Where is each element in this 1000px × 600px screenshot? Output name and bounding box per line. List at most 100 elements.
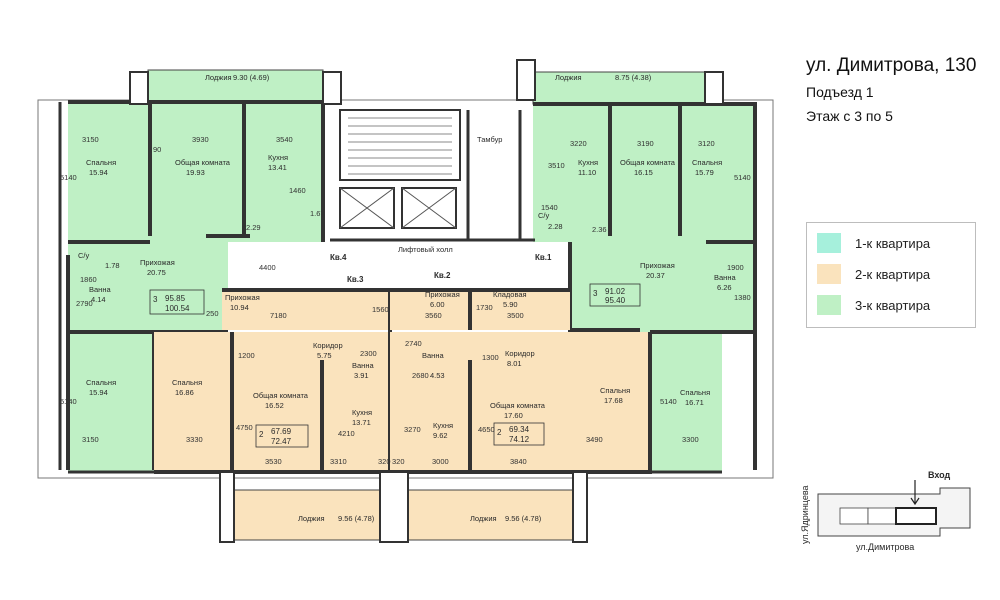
kv3-bath-name: Ванна	[352, 361, 374, 370]
kv2-dim-7: 3000	[432, 457, 449, 466]
kv1-dim-1: 3220	[570, 139, 587, 148]
legend-swatch-3k	[817, 295, 841, 315]
kv4-dim-1: 3150	[82, 135, 99, 144]
kv3-dim-9: 1200	[238, 351, 255, 360]
kv1-bedroom-bottom-area: 16.71	[685, 398, 704, 407]
loggia-kv2-name: Лоджия	[470, 514, 497, 523]
kv3-dim-3: 3330	[186, 435, 203, 444]
kv1-bedroom-bottom-name: Спальня	[680, 388, 710, 397]
kv3-dim-1: 7180	[270, 311, 287, 320]
kv1-summary-box	[589, 283, 641, 307]
loggia-kv1-area: 8.75 (4.38)	[615, 73, 652, 82]
kv3-dim-7: 3310	[330, 457, 347, 466]
kv4-bedroom-top-area: 15.94	[89, 168, 108, 177]
kv1-wc-name: С/у	[538, 211, 550, 220]
kv4-dim-6: 1460	[289, 186, 306, 195]
kv4-summary-rooms: 3	[153, 295, 158, 304]
kv1-bedroom-top-name: Спальня	[692, 158, 722, 167]
kv2-dim-6: 3270	[404, 425, 421, 434]
loggia-kv2	[407, 489, 574, 541]
kv3-living-name: Общая комната	[253, 391, 309, 400]
kv3-kitchen-area: 13.71	[352, 418, 371, 427]
lift-hall-label: Лифтовый холл	[398, 245, 453, 254]
kv1-dim-3: 3120	[698, 139, 715, 148]
entrance-label: Подъезд 1	[806, 84, 874, 100]
kv2-summary-rooms: 2	[497, 428, 502, 437]
kv3-corridor-area: 5.75	[317, 351, 332, 360]
kv4-label: Кв.4	[330, 253, 347, 262]
kv4-dim-8: 2.29	[246, 223, 261, 232]
legend-label-3k: 3-к квартира	[855, 297, 931, 313]
kv3-summary-area2: 72.47	[271, 437, 292, 446]
key-plan: Вход ул.Ядринцева ул.Димитрова	[800, 470, 971, 552]
kv1-dim-6: 1540	[541, 203, 558, 212]
kv1-hall	[570, 242, 755, 332]
kv3-hall	[222, 290, 390, 330]
kv3-corridor-name: Коридор	[313, 341, 343, 350]
kv4-bath-name: Ванна	[89, 285, 111, 294]
kv4-summary-area1: 95.85	[165, 294, 186, 303]
loggia-kv3	[231, 489, 383, 541]
kv1-label: Кв.1	[535, 253, 552, 262]
column-6	[379, 471, 409, 543]
kv4-dim-4: 5140	[60, 173, 77, 182]
kv1-kitchen-name: Кухня	[578, 158, 598, 167]
kv3-rooms	[154, 332, 390, 472]
loggia-kv2-area: 9.56 (4.78)	[505, 514, 542, 523]
kv4-wc-name: С/у	[78, 251, 90, 260]
loggia-kv1-name: Лоджия	[555, 73, 582, 82]
kv2-rooms	[390, 332, 650, 472]
kv2-storage-area: 5.90	[503, 300, 518, 309]
kv2-living-area: 17.60	[504, 411, 523, 420]
column-5	[219, 471, 235, 543]
kv4-bedroom-top-name: Спальня	[86, 158, 116, 167]
key-plan-entrance-label: Вход	[928, 470, 951, 480]
kv2-summary-area2: 74.12	[509, 435, 530, 444]
kv4-dim-13: 90	[153, 145, 161, 154]
kv1-dim-5: 5140	[734, 173, 751, 182]
lift-2-cross	[401, 187, 457, 229]
kv3-label: Кв.3	[347, 275, 364, 284]
kv3-dim-8: 320	[378, 457, 391, 466]
kv4-kitchen-name: Кухня	[268, 153, 288, 162]
kv4-dim-5: 4400	[259, 263, 276, 272]
kv1-dim-7: 2.36	[592, 225, 607, 234]
kv4-dim-12: 3150	[82, 435, 99, 444]
lift-1-cross	[339, 187, 395, 229]
kv1-bath-name: Ванна	[714, 273, 736, 282]
kv1-hall-name: Прихожая	[640, 261, 675, 270]
loggia-kv4-name: Лоджия	[205, 73, 232, 82]
kv4-upper-rooms	[68, 102, 323, 242]
building-core	[330, 109, 535, 242]
legend-item-2k: 2-к квартира	[817, 264, 930, 284]
kv4-summary-area2: 100.54	[165, 304, 190, 313]
entrance-arrow-icon	[910, 480, 920, 506]
floors-label: Этаж с 3 по 5	[806, 108, 893, 124]
kv3-living-area: 16.52	[265, 401, 284, 410]
kv2-bedroom-area: 17.68	[604, 396, 623, 405]
kv2-summary-area1: 69.34	[509, 425, 530, 434]
kv2-walls	[390, 288, 652, 474]
kv2-bath-area: 4.53	[430, 371, 445, 380]
kv3-dim-10: 1560	[372, 305, 389, 314]
kv3-dim-2: 2300	[360, 349, 377, 358]
kv4-dim-11: 5140	[60, 397, 77, 406]
kv4-hall	[68, 242, 228, 332]
legend-label-2k: 2-к квартира	[855, 266, 931, 282]
kv1-dim-8: 1900	[727, 263, 744, 272]
key-plan-section-2	[867, 507, 897, 525]
kv3-hall-area: 10.94	[230, 303, 249, 312]
kv1-kitchen-area: 11.10	[578, 168, 596, 177]
kv1-bedroom-top-area: 15.79	[695, 168, 714, 177]
legend-swatch-2k	[817, 264, 841, 284]
kv1-bedroom-bottom	[650, 332, 722, 472]
kv2-bedroom-name: Спальня	[600, 386, 630, 395]
legend-item-3k: 3-к квартира	[817, 295, 930, 315]
apartment-4	[66, 69, 325, 472]
legend: 1-к квартира 2-к квартира 3-к квартира	[806, 222, 976, 328]
key-plan-street-bottom: ул.Димитрова	[856, 542, 914, 552]
kv1-summary-area1: 91.02	[605, 287, 626, 296]
address-title: ул. Димитрова, 130	[806, 55, 977, 76]
kv2-kitchen-area: 9.62	[433, 431, 448, 440]
kv2-label: Кв.2	[434, 271, 451, 280]
